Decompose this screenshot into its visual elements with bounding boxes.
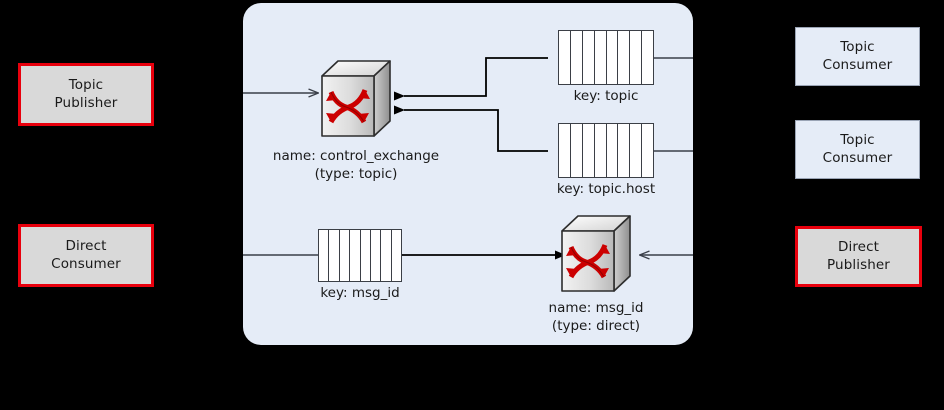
queue-segment [571,31,583,84]
endpoint-label-line2: Consumer [822,149,893,166]
queue-segment [630,31,643,84]
queue-topic[interactable] [558,30,654,85]
queue-msg-id[interactable] [318,229,402,282]
occlusion-band-right-b [920,27,944,87]
occlusion-band-left-gap-d [154,220,243,292]
occlusion-band-left-gap-c [0,220,18,292]
endpoint-label-line2: Publisher [827,256,890,273]
occlusion-band-left-top [0,0,243,48]
queue-segment [618,31,631,84]
endpoint-label-line2: Consumer [822,56,893,73]
queue-segment [595,124,607,177]
queue-segment [361,230,371,281]
occlusion-band-right-e [920,120,944,180]
exchange-msg-id-type: (type: direct) [551,318,641,334]
exchange-msg-id-name: name: msg_id [548,300,644,316]
queue-segment [319,230,330,281]
endpoint-label-line1: Direct [65,237,107,254]
queue-segment [583,31,595,84]
endpoint-label-line1: Topic [68,76,104,93]
occlusion-band-right-c [693,87,944,120]
endpoint-topic-consumer-1[interactable]: Topic Consumer [795,27,920,86]
occlusion-band-right-bot [693,287,944,410]
queue-segment [371,230,382,281]
occlusion-band-left-mid [0,130,243,220]
queue-segment [595,31,607,84]
queue-segment [340,230,351,281]
occlusion-band-bottom [243,345,693,410]
occlusion-band-right-a [693,27,795,87]
endpoint-topic-publisher[interactable]: Topic Publisher [18,63,154,126]
exchange-control-exchange-name: name: control_exchange [272,148,440,164]
queue-segment [559,124,571,177]
endpoint-direct-publisher[interactable]: Direct Publisher [795,226,922,287]
queue-segment [392,230,401,281]
queue-segment [630,124,643,177]
queue-topic-label: key: topic [573,88,639,104]
endpoint-label-line1: Direct [837,238,879,255]
network-switch-icon [561,215,631,292]
occlusion-band-left-gap-a [0,48,18,130]
occlusion-band-right-f [693,180,944,225]
queue-segment [381,230,392,281]
endpoint-label-line1: Topic [840,131,875,148]
endpoint-label-line2: Publisher [54,94,118,111]
endpoint-label: Direct Consumer [51,238,121,273]
exchange-msg-id[interactable] [556,213,636,297]
queue-segment [618,124,631,177]
queue-segment [607,124,619,177]
queue-segment [350,230,361,281]
queue-segment [571,124,583,177]
endpoint-direct-consumer[interactable]: Direct Consumer [18,224,154,287]
queue-segment [607,31,619,84]
queue-msg-id-label: key: msg_id [320,285,400,301]
occlusion-band-left-gap-b [154,48,243,130]
endpoint-topic-consumer-2[interactable]: Topic Consumer [795,120,920,179]
queue-segment [642,124,653,177]
occlusion-band-left-bot [0,292,243,410]
exchange-control-exchange-type: (type: topic) [314,166,398,182]
queue-topic-host[interactable] [558,123,654,178]
occlusion-band-right-top [693,0,944,27]
queue-segment [642,31,653,84]
occlusion-band-right-h [922,225,944,287]
endpoint-label: Topic Consumer [823,132,893,167]
queue-segment [329,230,340,281]
queue-segment [559,31,571,84]
endpoint-label: Direct Publisher [827,239,890,274]
network-switch-icon [321,60,391,137]
endpoint-label-line1: Topic [840,38,875,55]
endpoint-label: Topic Publisher [55,77,118,112]
exchange-control-exchange[interactable] [316,58,396,142]
occlusion-band-right-g [693,225,795,287]
queue-topic-host-label: key: topic.host [556,181,656,197]
endpoint-label: Topic Consumer [823,39,893,74]
occlusion-band-right-d [693,120,795,180]
queue-segment [583,124,595,177]
endpoint-label-line2: Consumer [51,255,121,272]
